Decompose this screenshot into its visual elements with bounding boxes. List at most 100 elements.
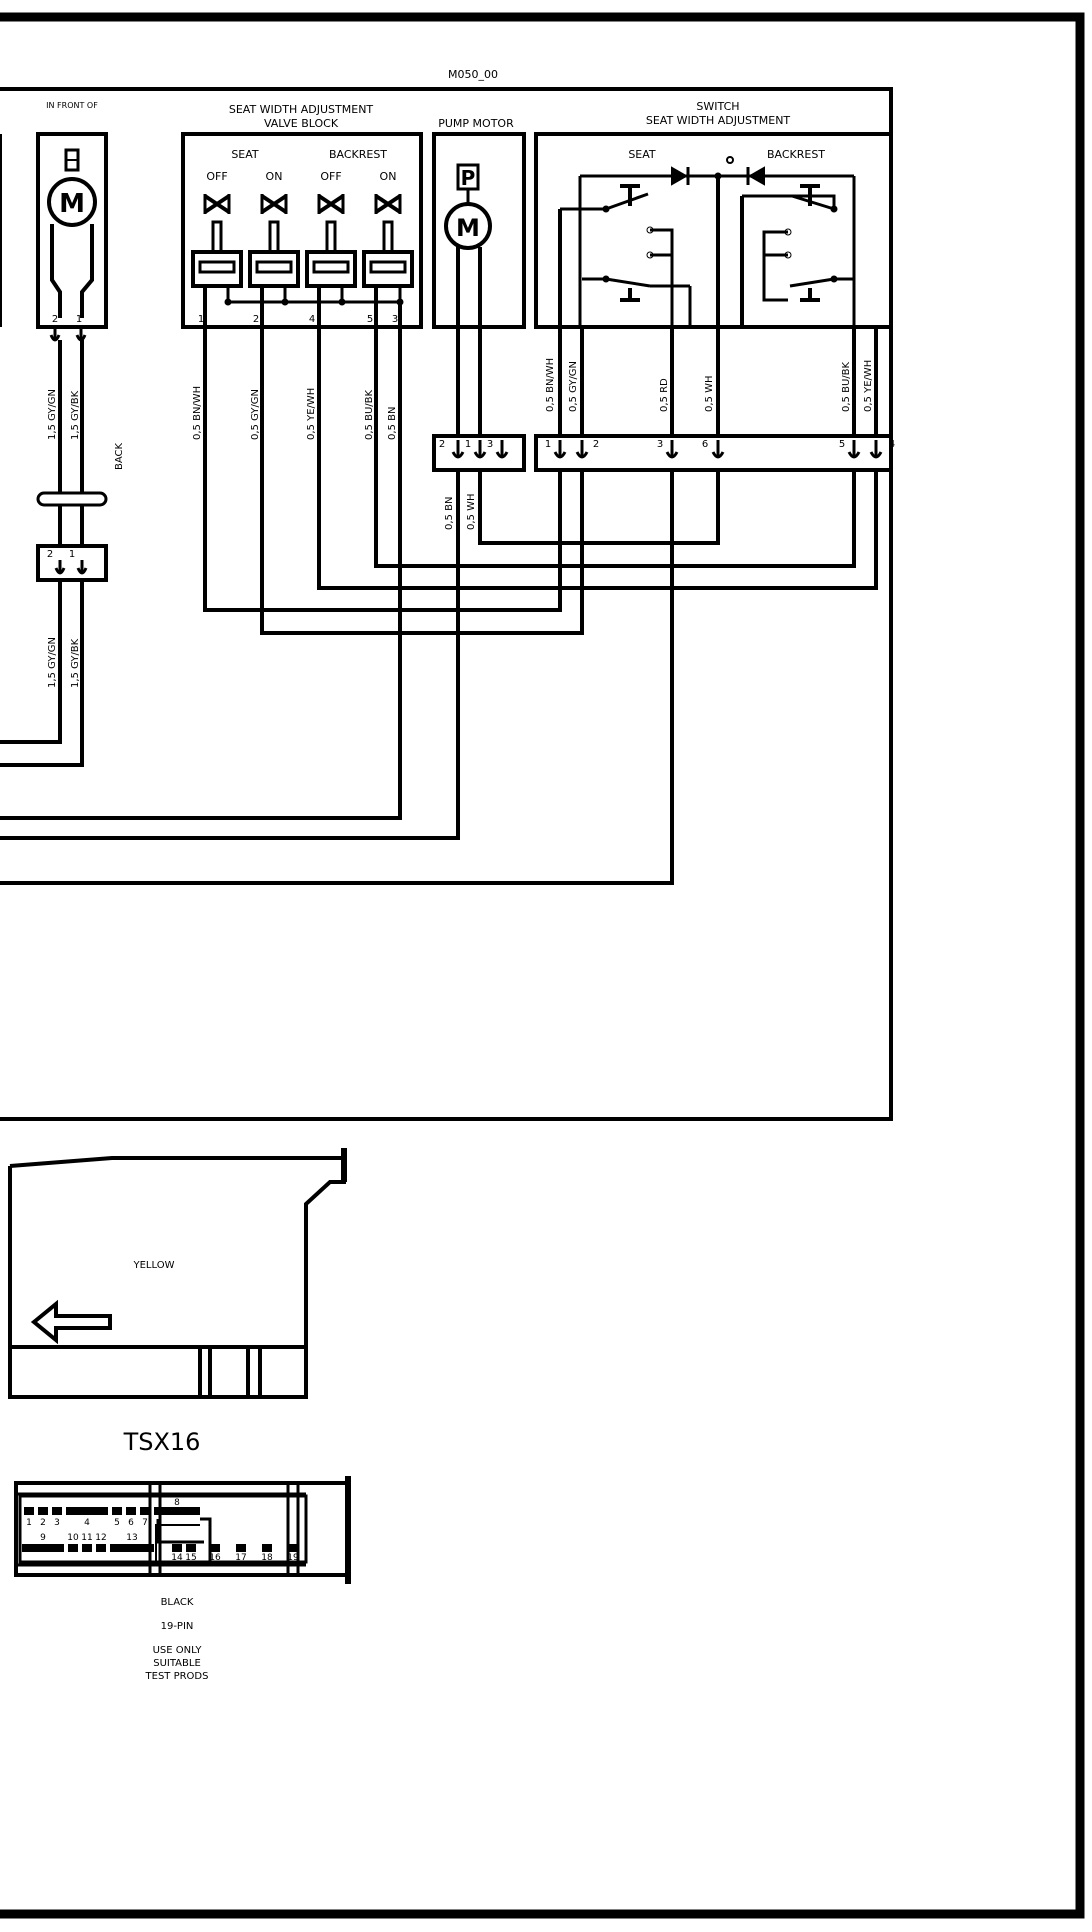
svg-text:2: 2 bbox=[52, 314, 58, 325]
svg-text:3: 3 bbox=[392, 314, 398, 325]
wire-label: 0,5 YE/WH bbox=[863, 360, 874, 412]
svg-text:5: 5 bbox=[839, 439, 845, 450]
test-probe-note: TEST PRODS bbox=[145, 1671, 209, 1682]
svg-text:BACKREST: BACKREST bbox=[329, 148, 387, 161]
svg-text:4: 4 bbox=[889, 439, 895, 450]
svg-text:12: 12 bbox=[95, 1533, 106, 1543]
connector-color-label: BLACK bbox=[161, 1597, 194, 1608]
svg-text:14: 14 bbox=[171, 1553, 183, 1563]
svg-text:13: 13 bbox=[126, 1533, 137, 1543]
svg-text:6: 6 bbox=[128, 1518, 134, 1528]
wire-label: 0,5 BN bbox=[387, 407, 398, 440]
wire-label: 0,5 BU/BK bbox=[841, 362, 852, 412]
svg-text:16: 16 bbox=[209, 1553, 221, 1563]
svg-text:M: M bbox=[456, 214, 480, 242]
svg-text:1: 1 bbox=[198, 314, 204, 325]
svg-text:VALVE BLOCK: VALVE BLOCK bbox=[264, 117, 339, 130]
svg-text:3: 3 bbox=[487, 439, 493, 450]
harness-wires: 0,5 BN 0,5 WH bbox=[0, 327, 878, 885]
svg-text:5: 5 bbox=[114, 1518, 120, 1528]
svg-text:6: 6 bbox=[702, 439, 708, 450]
wire-label: 0,5 GY/GN bbox=[250, 389, 261, 440]
svg-text:11: 11 bbox=[81, 1533, 92, 1543]
in-front-of-label: IN FRONT OF bbox=[46, 101, 98, 110]
svg-text:5: 5 bbox=[367, 314, 373, 325]
valve-icon bbox=[305, 194, 357, 288]
svg-text:4: 4 bbox=[309, 314, 315, 325]
wire-label: 0,5 WH bbox=[704, 376, 715, 413]
pump-motor-icon bbox=[444, 202, 492, 250]
wire-label: 0,5 BN/WH bbox=[192, 386, 203, 440]
svg-text:ON: ON bbox=[380, 170, 397, 183]
svg-text:3: 3 bbox=[54, 1518, 60, 1528]
svg-text:PUMP MOTOR: PUMP MOTOR bbox=[438, 117, 514, 130]
svg-text:2: 2 bbox=[40, 1518, 46, 1528]
back-label: BACK bbox=[114, 442, 125, 470]
svg-text:7: 7 bbox=[142, 1518, 148, 1528]
seat-width-switch: SWITCH SEAT WIDTH ADJUSTMENT SEAT BACKRE… bbox=[534, 100, 893, 434]
wire-label: 1,5 GY/GN bbox=[47, 389, 58, 440]
wire-label: 0,5 YE/WH bbox=[306, 388, 317, 440]
svg-text:19: 19 bbox=[287, 1553, 299, 1563]
svg-text:4: 4 bbox=[84, 1518, 90, 1528]
module-frame bbox=[0, 87, 893, 1121]
svg-text:M: M bbox=[59, 189, 85, 219]
svg-text:15: 15 bbox=[185, 1553, 196, 1563]
valve-icon bbox=[248, 194, 300, 288]
svg-text:2: 2 bbox=[439, 439, 445, 450]
wire-label: 0,5 BN/WH bbox=[545, 358, 556, 412]
svg-text:1: 1 bbox=[465, 439, 471, 450]
wire-label: 0,5 WH bbox=[466, 494, 477, 531]
svg-text:1: 1 bbox=[69, 549, 75, 560]
wire-label: 0,5 BN bbox=[444, 497, 455, 530]
svg-text:18: 18 bbox=[261, 1553, 273, 1563]
svg-text:3: 3 bbox=[657, 439, 663, 450]
svg-text:SEAT: SEAT bbox=[231, 148, 259, 161]
svg-text:2: 2 bbox=[47, 549, 53, 560]
svg-text:2: 2 bbox=[593, 439, 599, 450]
svg-text:8: 8 bbox=[174, 1498, 180, 1508]
svg-text:9: 9 bbox=[40, 1533, 46, 1543]
connector-title: TSX16 bbox=[123, 1428, 201, 1456]
svg-text:1: 1 bbox=[545, 439, 551, 450]
arrow-left-icon bbox=[30, 1299, 112, 1345]
svg-text:P: P bbox=[461, 166, 476, 190]
svg-text:OFF: OFF bbox=[320, 170, 341, 183]
connector-housing-yellow: YELLOW bbox=[8, 1148, 347, 1399]
svg-text:SWITCH: SWITCH bbox=[696, 100, 739, 113]
svg-text:10: 10 bbox=[67, 1533, 79, 1543]
svg-text:2: 2 bbox=[253, 314, 259, 325]
connector-housing-black: TSX16 1 2 3 4 5 6 7 8 9 bbox=[14, 1428, 351, 1682]
wire-label: 0,5 GY/GN bbox=[568, 361, 579, 412]
svg-text:SEAT: SEAT bbox=[628, 148, 656, 161]
valve-block: SEAT WIDTH ADJUSTMENT VALVE BLOCK SEAT B… bbox=[181, 103, 423, 440]
wire-label: 1,5 GY/BK bbox=[70, 390, 81, 440]
connector-color-label: YELLOW bbox=[133, 1260, 175, 1271]
svg-text:SEAT WIDTH ADJUSTMENT: SEAT WIDTH ADJUSTMENT bbox=[229, 103, 374, 116]
motor-icon bbox=[47, 177, 97, 227]
diagram-id: M050_00 bbox=[448, 68, 498, 81]
wire-label: 1,5 GY/BK bbox=[70, 638, 81, 688]
svg-text:OFF: OFF bbox=[206, 170, 227, 183]
separation-point bbox=[36, 491, 108, 507]
back-connector bbox=[36, 544, 108, 582]
seat-width-motor: IN FRONT OF M 2 1 1,5 GY/GN 1,5 GY/BK BA… bbox=[0, 101, 125, 767]
svg-text:SEAT WIDTH ADJUSTMENT: SEAT WIDTH ADJUSTMENT bbox=[646, 114, 791, 127]
pump-connector: 2 1 3 bbox=[432, 434, 526, 472]
wire-label: 0,5 BU/BK bbox=[364, 390, 375, 440]
pump-motor: PUMP MOTOR P M bbox=[432, 117, 526, 437]
valve-icon bbox=[362, 194, 414, 288]
svg-text:1: 1 bbox=[76, 314, 82, 325]
page-frame bbox=[0, 12, 1085, 1919]
wire-label: 1,5 GY/GN bbox=[47, 637, 58, 688]
valve-icon bbox=[191, 194, 243, 288]
pin-count-label: 19-PIN bbox=[161, 1621, 194, 1632]
svg-text:ON: ON bbox=[266, 170, 283, 183]
test-probe-note: SUITABLE bbox=[153, 1658, 201, 1669]
wire-label: 0,5 RD bbox=[659, 378, 670, 412]
test-probe-note: USE ONLY bbox=[153, 1645, 203, 1656]
svg-text:1: 1 bbox=[26, 1518, 32, 1528]
switch-connector: 1 2 3 6 5 4 bbox=[534, 434, 895, 472]
svg-text:17: 17 bbox=[235, 1553, 246, 1563]
